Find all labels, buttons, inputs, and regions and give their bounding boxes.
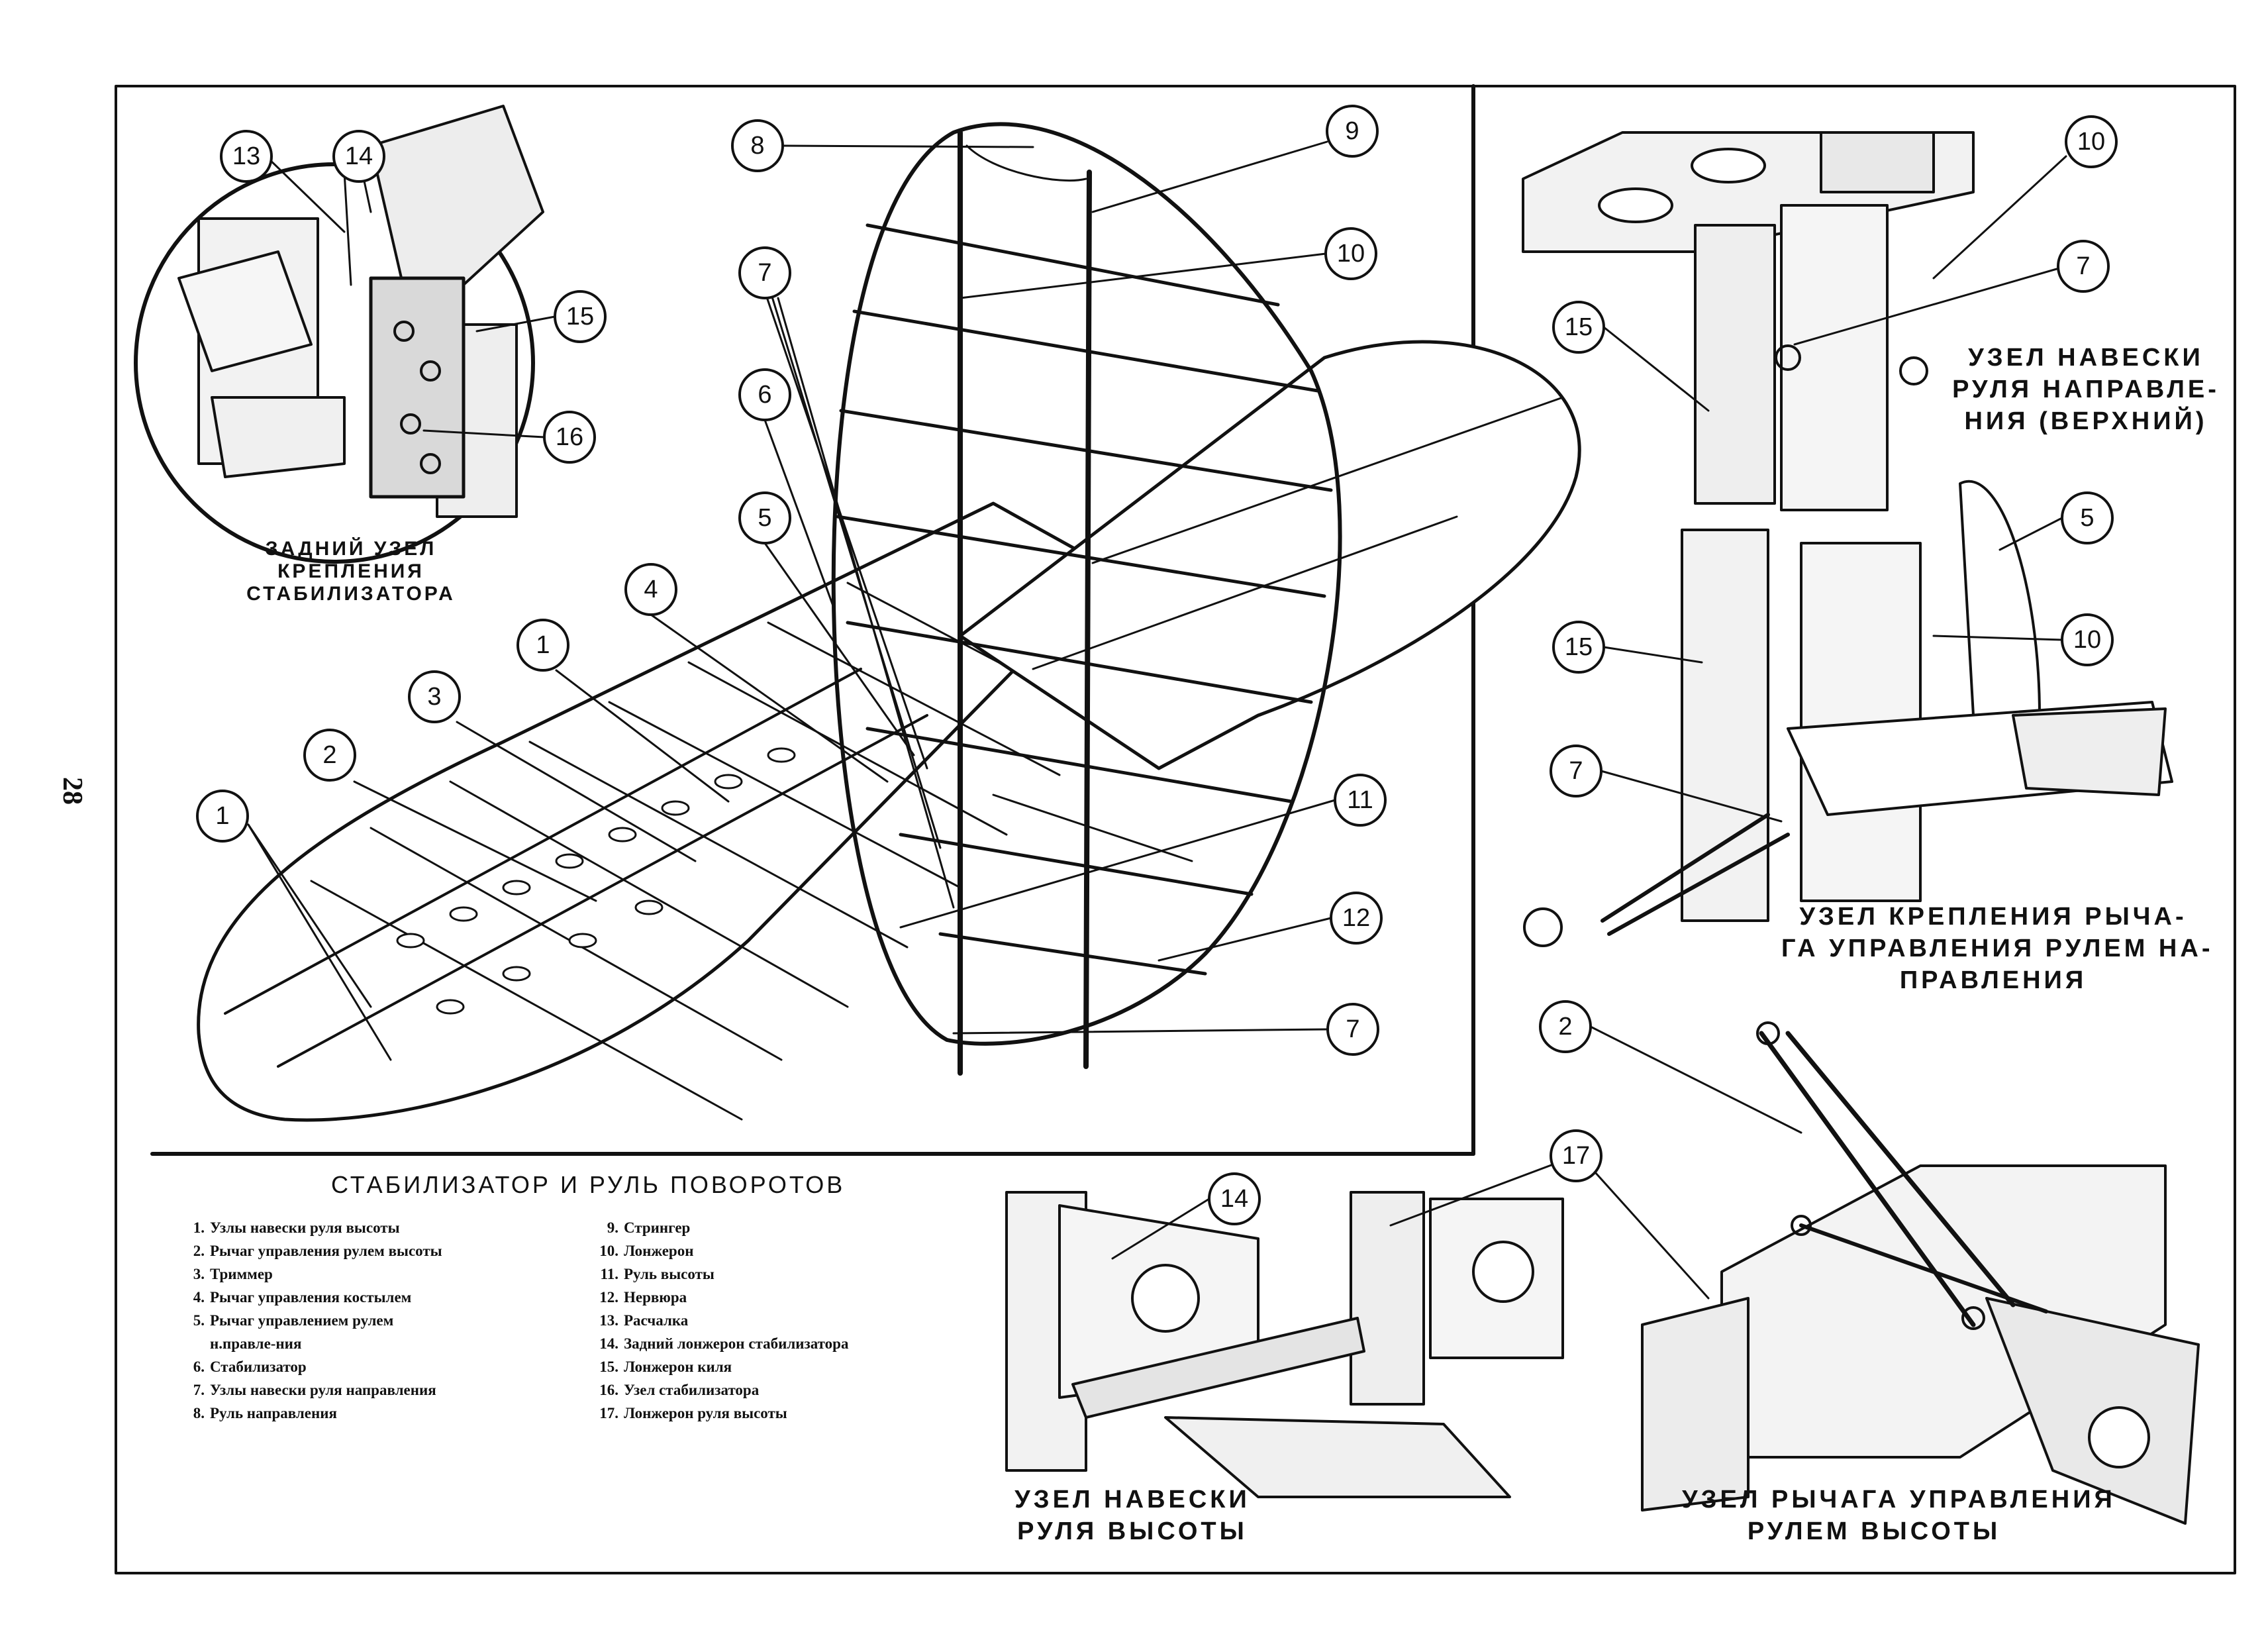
callout-circle: [1539, 1000, 1592, 1053]
rear-stabilizer-node-detail: [134, 105, 544, 564]
legend-item: 3.Триммер: [193, 1266, 273, 1282]
legend-item: 5.Рычаг управлением рулем н.правле-ния: [193, 1312, 394, 1352]
callout-number: 6: [758, 381, 771, 409]
legend-item: 6.Стабилизатор: [193, 1359, 307, 1375]
legend-item: 9.Стрингер: [607, 1219, 691, 1236]
callout-circle: [1552, 301, 1605, 354]
callout-circle: [1330, 892, 1383, 945]
legend-left: 1.Узлы навески руля высоты 2.Рычаг управ…: [182, 1216, 448, 1425]
caption-rudder-lever-mount: УЗЕЛ КРЕПЛЕНИЯ РЫЧА- ГА УПРАВЛЕНИЯ РУЛЕМ…: [1781, 903, 2214, 994]
elevator-hinge-detail: [1005, 1191, 1564, 1498]
callout-number: 12: [1342, 904, 1370, 932]
callout-number: 5: [2080, 504, 2094, 532]
callout-circle: [2061, 491, 2114, 544]
callout-circle: [738, 491, 791, 544]
rudder-lever-mount-detail: [1523, 480, 2173, 947]
callout-number: 1: [215, 802, 229, 830]
callout-number: 7: [1346, 1015, 1359, 1043]
elevator-lever-detail: [1641, 1021, 2200, 1525]
callout-number: 1: [536, 631, 550, 659]
callout-circle: [554, 290, 607, 343]
callout-circle: [1550, 1129, 1602, 1182]
caption-rear-stabilizer-node: ЗАДНИЙ УЗЕЛ КРЕПЛЕНИЯ СТАБИЛИЗАТОРА: [246, 538, 456, 605]
legend-item: 4.Рычаг управления костылем: [193, 1289, 412, 1306]
callout-circle: [1334, 774, 1387, 827]
callout-circle: [2065, 115, 2118, 168]
callout-number: 10: [2077, 128, 2105, 156]
legend-item: 11.Руль высоты: [600, 1266, 715, 1282]
callout-number: 15: [566, 303, 594, 331]
callout-circle: [1324, 227, 1377, 280]
callout-number: 16: [556, 423, 583, 451]
callout-number: 2: [1558, 1013, 1572, 1041]
legend-item: 14.Задний лонжерон стабилизатора: [599, 1335, 849, 1352]
elevator-skin: [958, 340, 1581, 862]
callout-circle: [624, 563, 677, 616]
legend-right: 9.Стрингер 10.Лонжерон 11.Руль высоты 12…: [596, 1216, 848, 1425]
callout-circle: [332, 130, 385, 183]
callout-circle: [2057, 240, 2110, 293]
legend-item: 13.Расчалка: [599, 1312, 689, 1329]
callout-circle: [738, 368, 791, 421]
callout-number: 3: [427, 683, 441, 711]
callout-number: 11: [1347, 786, 1373, 814]
callout-number: 2: [322, 741, 336, 769]
callout-number: 7: [758, 259, 771, 287]
legend-item: 7.Узлы навески руля направления: [193, 1382, 436, 1398]
legend-item: 15.Лонжерон киля: [599, 1359, 732, 1375]
rudder-frame: [831, 122, 1342, 1076]
callout-circle: [220, 130, 273, 183]
callout-circle: [1326, 105, 1379, 158]
caption-rudder-upper-hinge: УЗЕЛ НАВЕСКИ РУЛЯ НАПРАВЛЕ- НИЯ (ВЕРХНИЙ…: [1952, 344, 2220, 435]
callout-number: 4: [644, 576, 658, 603]
legend-item: 2.Рычаг управления рулем высоты: [193, 1243, 442, 1259]
callout-number: 14: [345, 142, 373, 170]
callout-circle: [1326, 1003, 1379, 1056]
callout-circle: [517, 619, 569, 672]
caption-elevator-hinge: УЗЕЛ НАВЕСКИ РУЛЯ ВЫСОТЫ: [1014, 1486, 1250, 1545]
legend-item: 1.Узлы навески руля высоты: [193, 1219, 400, 1236]
callout-circle: [408, 670, 461, 723]
legend-item: 12.Нервюра: [599, 1289, 687, 1306]
callout-number: 8: [750, 132, 764, 160]
legend-item: 8.Руль направления: [193, 1405, 337, 1421]
callout-number: 7: [2076, 252, 2090, 280]
legend-item: 16.Узел стабилизатора: [599, 1382, 760, 1398]
rudder-upper-hinge-detail: [1522, 131, 1975, 511]
stabilizer-structure: [197, 501, 1114, 1122]
callout-number: 7: [1569, 757, 1583, 785]
callout-number: 14: [1220, 1185, 1248, 1213]
callout-number: 10: [2073, 626, 2101, 654]
page-frame: [115, 85, 2236, 1574]
leader-lines: [247, 140, 2067, 1300]
page-number: 28: [57, 777, 87, 805]
callout-number: 5: [758, 504, 771, 532]
callout-number: 10: [1337, 240, 1365, 268]
callout-number: 17: [1562, 1142, 1590, 1170]
callout-number: 15: [1565, 633, 1593, 661]
callout-circle: [1550, 744, 1602, 797]
callout-number: 9: [1345, 117, 1359, 145]
callout-number: 13: [232, 142, 260, 170]
callout-circle: [2061, 613, 2114, 666]
legend-item: 17.Лонжерон руля высоты: [599, 1405, 787, 1421]
callout-circle: [543, 411, 596, 464]
caption-elevator-lever: УЗЕЛ РЫЧАГА УПРАВЛЕНИЯ РУЛЕМ ВЫСОТЫ: [1682, 1486, 2116, 1545]
callout-circle: [1552, 621, 1605, 674]
callout-circle: [731, 119, 784, 172]
legend-item: 10.Лонжерон: [599, 1243, 694, 1259]
callout-number: 15: [1565, 313, 1593, 341]
figure-title: СТАБИЛИЗАТОР И РУЛЬ ПОВОРОТОВ: [331, 1171, 846, 1198]
callout-circle: [738, 246, 791, 299]
callout-circle: [303, 729, 356, 782]
callout-markers: 13 14 15 16 8 9 10 7 6 5 4 1 3: [196, 105, 2118, 1225]
callout-circle: [1208, 1172, 1261, 1225]
callout-circle: [196, 790, 249, 843]
